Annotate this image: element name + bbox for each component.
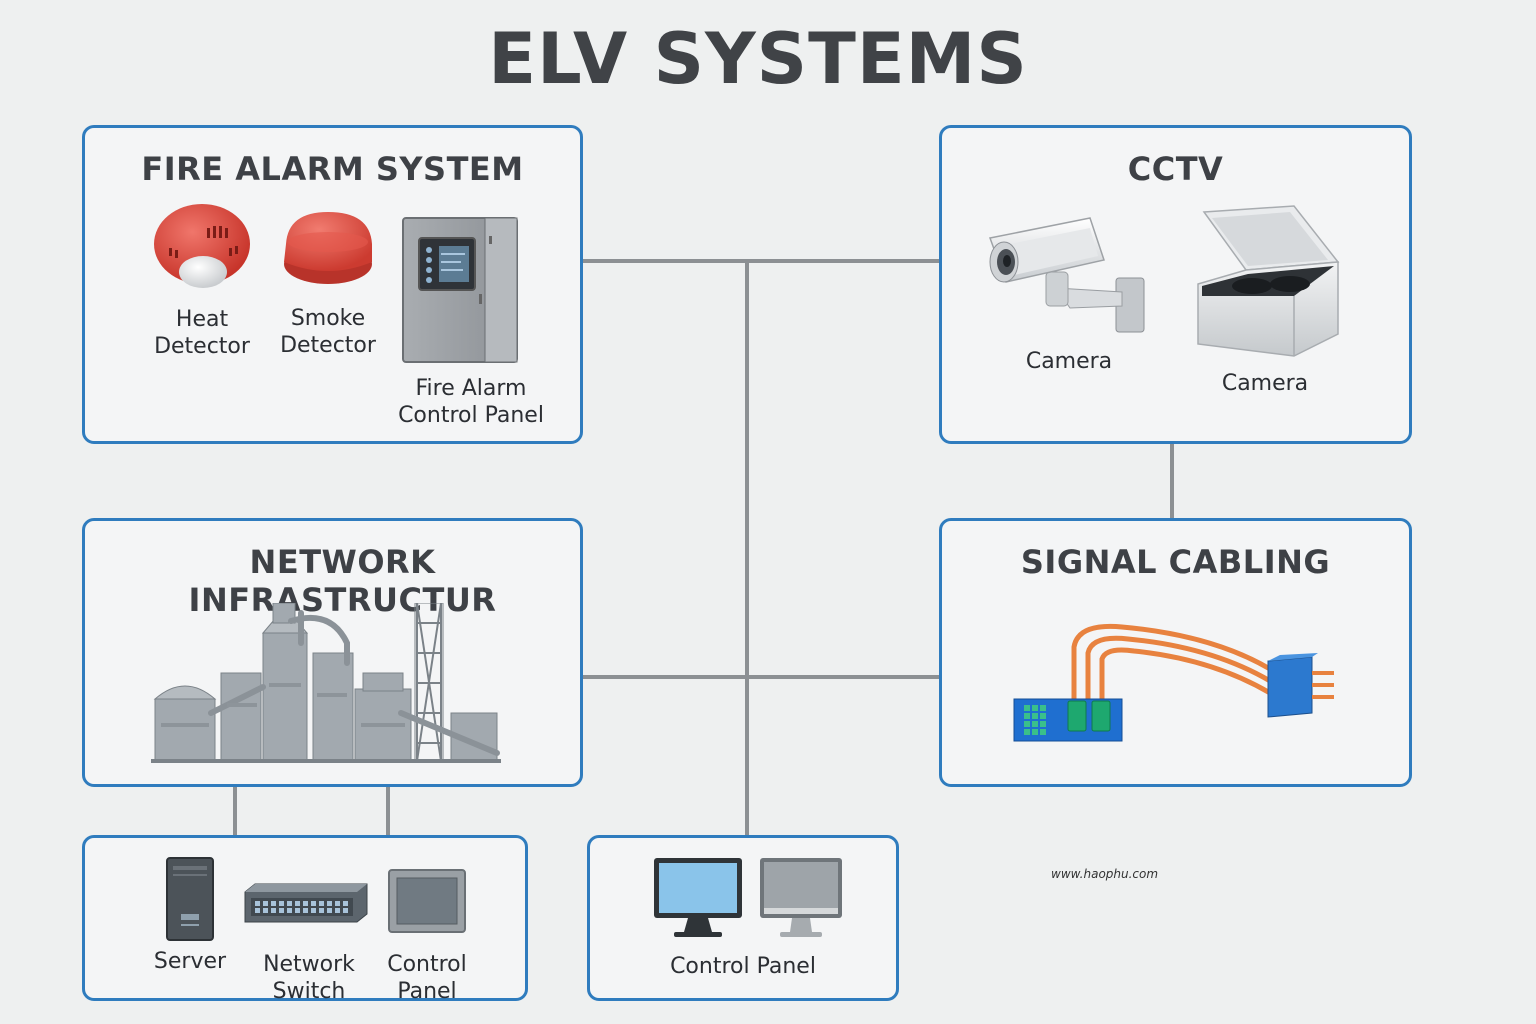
connector-network-to-server (233, 786, 237, 836)
control-panel-icon (388, 869, 466, 933)
connector-fire-to-hub (582, 259, 940, 263)
network-title: NETWORK INFRASTRUCTUR (188, 543, 497, 619)
fire-alarm-panel-icon (402, 217, 518, 363)
industrial-plant-icon (151, 603, 501, 763)
cctv-title: CCTV (1127, 150, 1224, 188)
heat-detector-label: Heat Detector (154, 307, 250, 359)
fire-alarm-system-box: FIRE ALARM SYSTEM Heat Detector (82, 125, 583, 444)
monitor-icon (654, 858, 842, 937)
cctv-box: CCTV Camera Camera (939, 125, 1412, 444)
camera-1-label: Camera (1025, 349, 1113, 374)
camera-2-label: Camera (1221, 371, 1309, 396)
network-switch-icon (244, 883, 368, 923)
signal-title: SIGNAL CABLING (1020, 543, 1331, 581)
connector-cctv-to-signal (1170, 443, 1174, 520)
network-devices-box: Server Network Switch Control Panel (82, 835, 528, 1004)
fire-alarm-title: FIRE ALARM SYSTEM (141, 150, 524, 188)
heat-detector-icon (154, 204, 250, 288)
page-title: ELV SYSTEMS (488, 18, 1028, 100)
server-label: Server (153, 949, 227, 974)
smoke-detector-icon (284, 212, 372, 284)
connector-network-to-switch (386, 786, 390, 836)
bullet-camera-icon (988, 217, 1145, 333)
signal-cabling-box: SIGNAL CABLING (939, 518, 1412, 787)
smoke-detector-label: Smoke Detector (280, 306, 376, 358)
network-infrastructure-box: NETWORK INFRASTRUCTUR (82, 518, 583, 787)
control-station-label: Control Panel (670, 954, 816, 979)
connector-vertical-trunk (745, 261, 749, 836)
fire-alarm-panel-label: Fire Alarm Control Panel (398, 376, 544, 428)
control-panel-label: Control Panel (387, 952, 467, 1004)
network-switch-label: Network Switch (263, 952, 355, 1004)
server-icon (166, 857, 214, 941)
dome-camera-housing-icon (1197, 205, 1340, 357)
connector-network-to-signal (582, 675, 940, 679)
watermark: www.haophu.com (1051, 867, 1159, 881)
control-station-box: Control Panel (587, 835, 899, 1001)
cable-connector-icon (1013, 623, 1334, 742)
